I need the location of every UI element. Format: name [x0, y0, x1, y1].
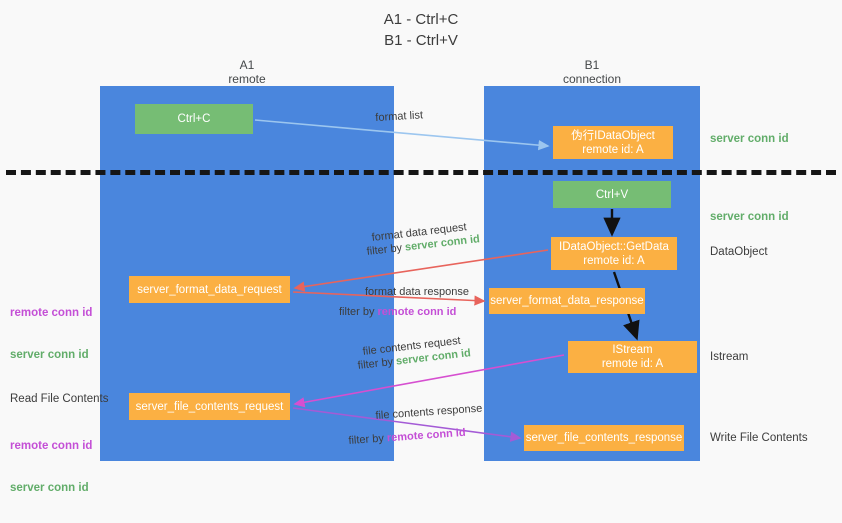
node-ctrl-v[interactable]: Ctrl+V — [553, 181, 671, 208]
annotation-dataobject: DataObject — [710, 246, 768, 258]
phase-divider — [6, 170, 836, 175]
annotation-read-file-contents: Read File Contents — [10, 393, 109, 405]
annotation-server-conn-id-1: server conn id — [10, 349, 89, 361]
filter-value-remote-conn-id: remote conn id — [377, 306, 457, 318]
node-server-format-data-response[interactable]: server_format_data_response — [489, 288, 645, 314]
edge-label-format-data-response-filter: filter by remote conn id — [339, 305, 456, 319]
node-server-format-data-request[interactable]: server_format_data_request — [129, 276, 290, 303]
page-title: A1 - Ctrl+C B1 - Ctrl+V — [383, 11, 459, 49]
filter-value-remote-conn-id: remote conn id — [386, 426, 466, 445]
annotation-conn-ids-upper: remote conn id server conn id — [10, 278, 92, 390]
node-ctrl-c[interactable]: Ctrl+C — [135, 104, 253, 134]
node-idataobject-getdata[interactable]: IDataObject::GetData remote id: A — [551, 237, 677, 270]
annotation-server-conn-id-mid: server conn id — [710, 211, 789, 223]
node-server-file-contents-response[interactable]: server_file_contents_response — [524, 425, 684, 451]
diagram-canvas: A1 - Ctrl+C B1 - Ctrl+V A1 remote B1 con… — [6, 11, 836, 494]
edge-label-format-data-response: format data response — [365, 286, 469, 298]
filter-prefix: filter by — [348, 432, 388, 447]
node-istream[interactable]: IStream remote id: A — [568, 341, 697, 373]
node-fake-idataobject[interactable]: 伪行IDataObject remote id: A — [553, 126, 673, 159]
annotation-remote-conn-id-2: remote conn id — [10, 440, 93, 452]
annotation-remote-conn-id-1: remote conn id — [10, 307, 93, 319]
filter-prefix: filter by — [366, 241, 406, 258]
node-server-file-contents-request[interactable]: server_file_contents_request — [129, 393, 290, 420]
annotation-server-conn-id-top: server conn id — [710, 133, 789, 145]
annotation-conn-ids-lower: remote conn id server conn id — [10, 411, 92, 523]
lane-header-b1: B1 connection — [562, 58, 622, 86]
annotation-server-conn-id-2: server conn id — [10, 482, 89, 494]
edge-label-format-list: format list — [375, 109, 424, 124]
filter-prefix: filter by — [339, 306, 378, 318]
lane-header-a1: A1 remote — [228, 58, 266, 86]
annotation-istream: Istream — [710, 351, 749, 363]
annotation-write-file-contents: Write File Contents — [710, 432, 808, 444]
